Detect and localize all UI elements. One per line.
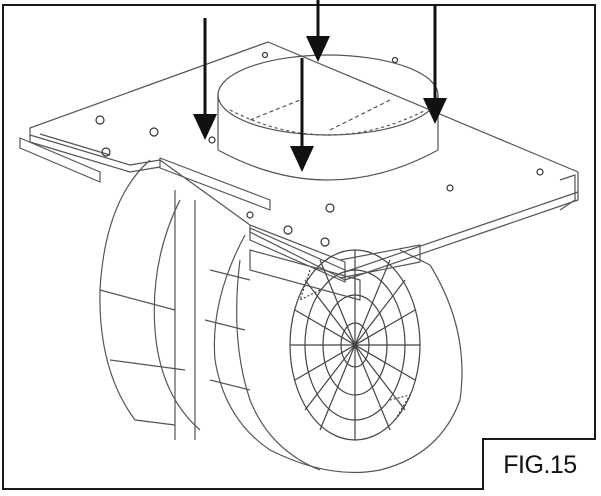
figure-label: FIG.15 [482, 438, 596, 490]
figure-frame [2, 4, 596, 490]
left-bracket [19, 137, 346, 283]
arrows [193, 0, 447, 172]
fan-wheel [289, 249, 421, 441]
right-blower-housing [204, 234, 463, 474]
arrow-4 [290, 58, 314, 172]
blower-strap [249, 244, 421, 301]
arrow-1 [193, 18, 217, 140]
plate-holes [95, 51, 544, 247]
arrow-3 [423, 4, 447, 124]
outlet-collar [217, 54, 439, 181]
arrow-2 [306, 0, 330, 62]
left-blower-housing [99, 159, 201, 440]
